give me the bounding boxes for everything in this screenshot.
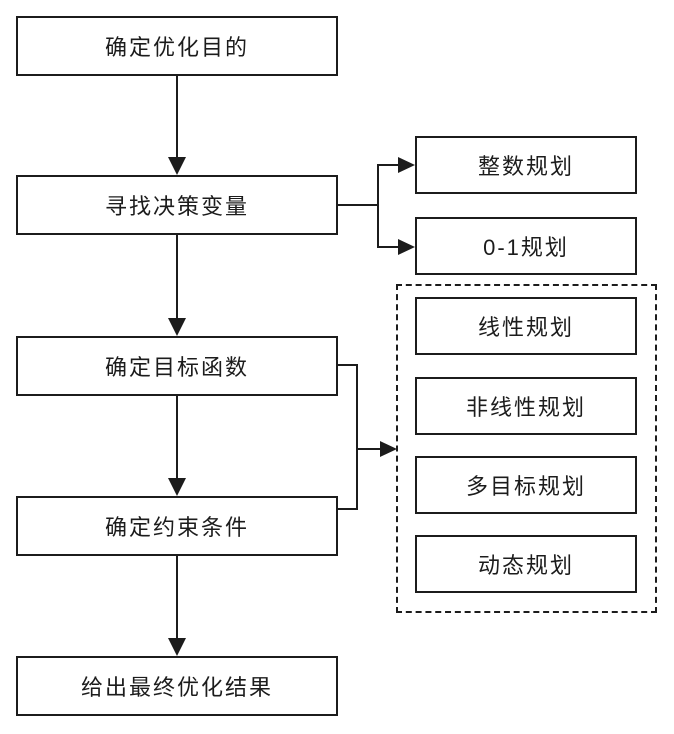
flow-step-find-decision-variables: 寻找决策变量: [16, 175, 338, 235]
connector-line: [338, 364, 358, 366]
connector-line: [176, 396, 178, 480]
arrow-right-icon: [380, 441, 397, 457]
connector-line: [176, 235, 178, 320]
group-box-label: 线性规划: [477, 315, 574, 340]
connector-line: [176, 76, 178, 160]
flow-step-label: 确定约束条件: [104, 515, 249, 540]
connector-line: [338, 508, 358, 510]
arrow-right-icon: [398, 157, 415, 173]
connector-line: [377, 164, 399, 166]
programming-types-dashed-group: 线性规划 非线性规划 多目标规划 动态规划: [396, 284, 657, 613]
connector-line: [377, 246, 399, 248]
flow-step-determine-optimization-goal: 确定优化目的: [16, 16, 338, 76]
connector-line: [176, 556, 178, 640]
connector-line: [377, 164, 379, 248]
group-box-nonlinear-programming: 非线性规划: [415, 377, 637, 435]
branch-box-label: 0-1规划: [483, 235, 569, 260]
flow-step-label: 寻找决策变量: [104, 194, 249, 219]
flow-step-determine-constraints: 确定约束条件: [16, 496, 338, 556]
arrow-down-icon: [168, 318, 186, 336]
group-box-dynamic-programming: 动态规划: [415, 535, 637, 593]
connector-line: [356, 448, 383, 450]
group-box-linear-programming: 线性规划: [415, 297, 637, 355]
flow-step-determine-objective-function: 确定目标函数: [16, 336, 338, 396]
arrow-down-icon: [168, 478, 186, 496]
branch-box-label: 整数规划: [477, 154, 574, 179]
group-box-label: 动态规划: [477, 553, 574, 578]
flow-step-label: 确定优化目的: [104, 35, 249, 60]
arrow-right-icon: [398, 239, 415, 255]
arrow-down-icon: [168, 638, 186, 656]
branch-box-zero-one-programming: 0-1规划: [415, 217, 637, 275]
branch-box-integer-programming: 整数规划: [415, 136, 637, 194]
group-box-label: 非线性规划: [465, 395, 586, 420]
connector-line: [338, 204, 379, 206]
group-box-multi-objective-programming: 多目标规划: [415, 456, 637, 514]
group-box-label: 多目标规划: [465, 474, 586, 499]
connector-line: [356, 364, 358, 510]
flow-step-label: 确定目标函数: [104, 355, 249, 380]
arrow-down-icon: [168, 157, 186, 175]
flow-step-label: 给出最终优化结果: [80, 675, 273, 700]
flow-step-final-optimization-result: 给出最终优化结果: [16, 656, 338, 716]
